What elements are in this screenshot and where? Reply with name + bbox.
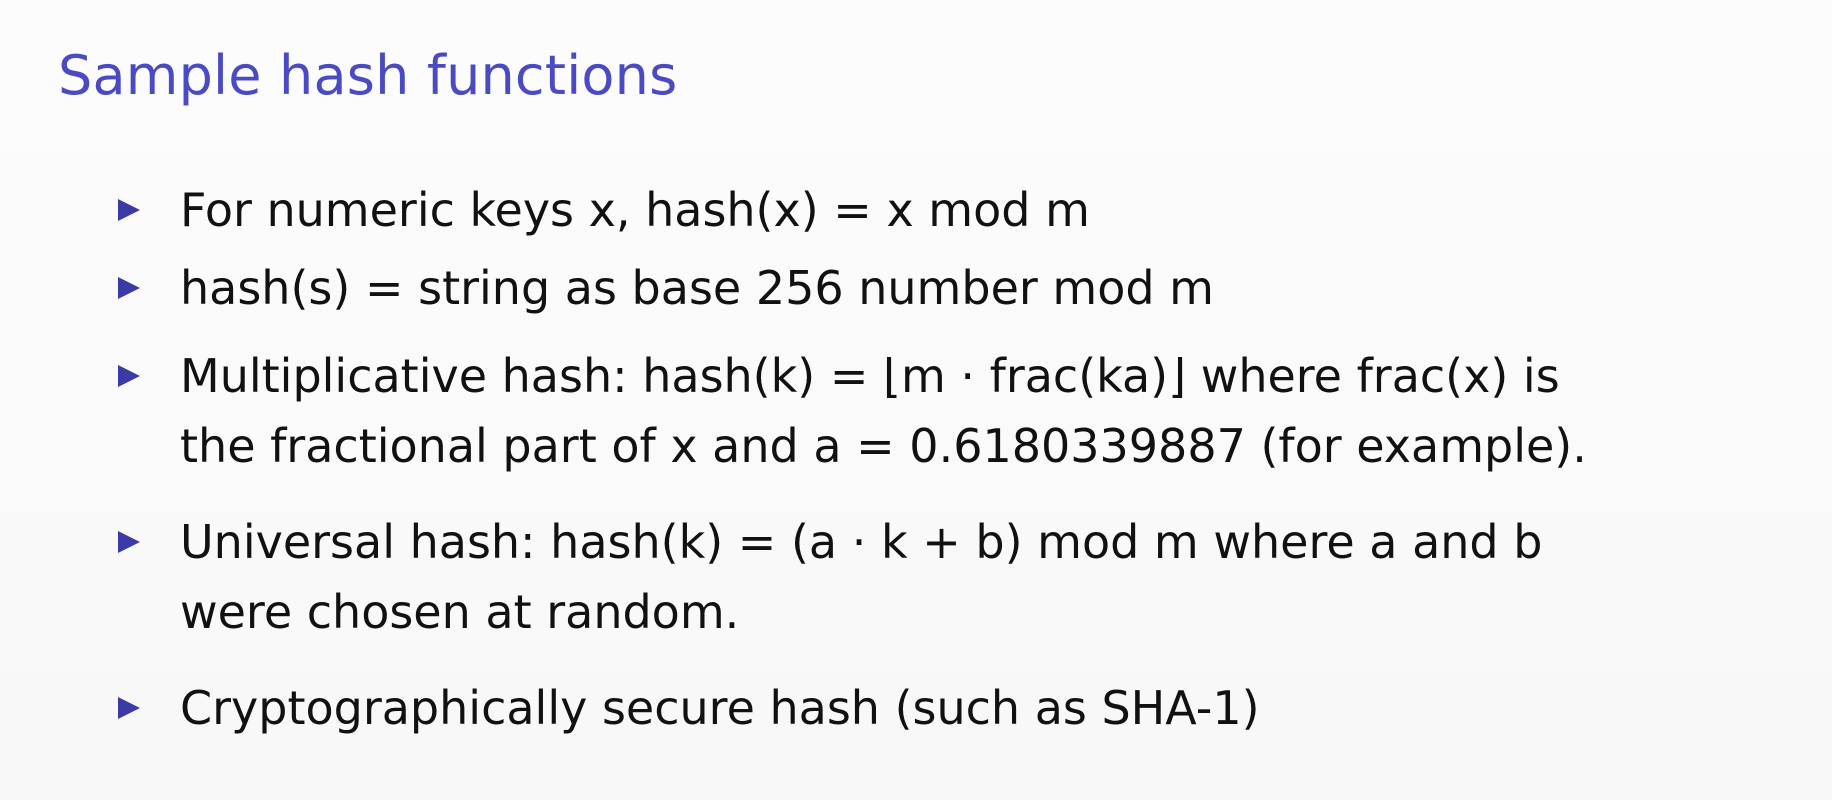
bullet-text-2: hash(s) = string as base 256 number mod … bbox=[180, 261, 1214, 315]
bullet-text-1: For numeric keys x, hash(x) = x mod m bbox=[180, 183, 1090, 237]
triangle-right-icon bbox=[118, 199, 140, 221]
bullet-text-4-line-1: Universal hash: hash(k) = (a · k + b) mo… bbox=[180, 515, 1543, 569]
bullet-text-3-line-2: the fractional part of x and a = 0.61803… bbox=[180, 419, 1587, 473]
triangle-right-icon bbox=[118, 697, 140, 719]
triangle-right-icon bbox=[118, 531, 140, 553]
bullet-text-4-line-2: were chosen at random. bbox=[180, 585, 740, 639]
triangle-right-icon bbox=[118, 277, 140, 299]
bullet-text-3-line-1: Multiplicative hash: hash(k) = ⌊m · frac… bbox=[180, 349, 1560, 403]
bullet-text-5: Cryptographically secure hash (such as S… bbox=[180, 681, 1260, 735]
slide-title: Sample hash functions bbox=[58, 44, 678, 107]
triangle-right-icon bbox=[118, 365, 140, 387]
